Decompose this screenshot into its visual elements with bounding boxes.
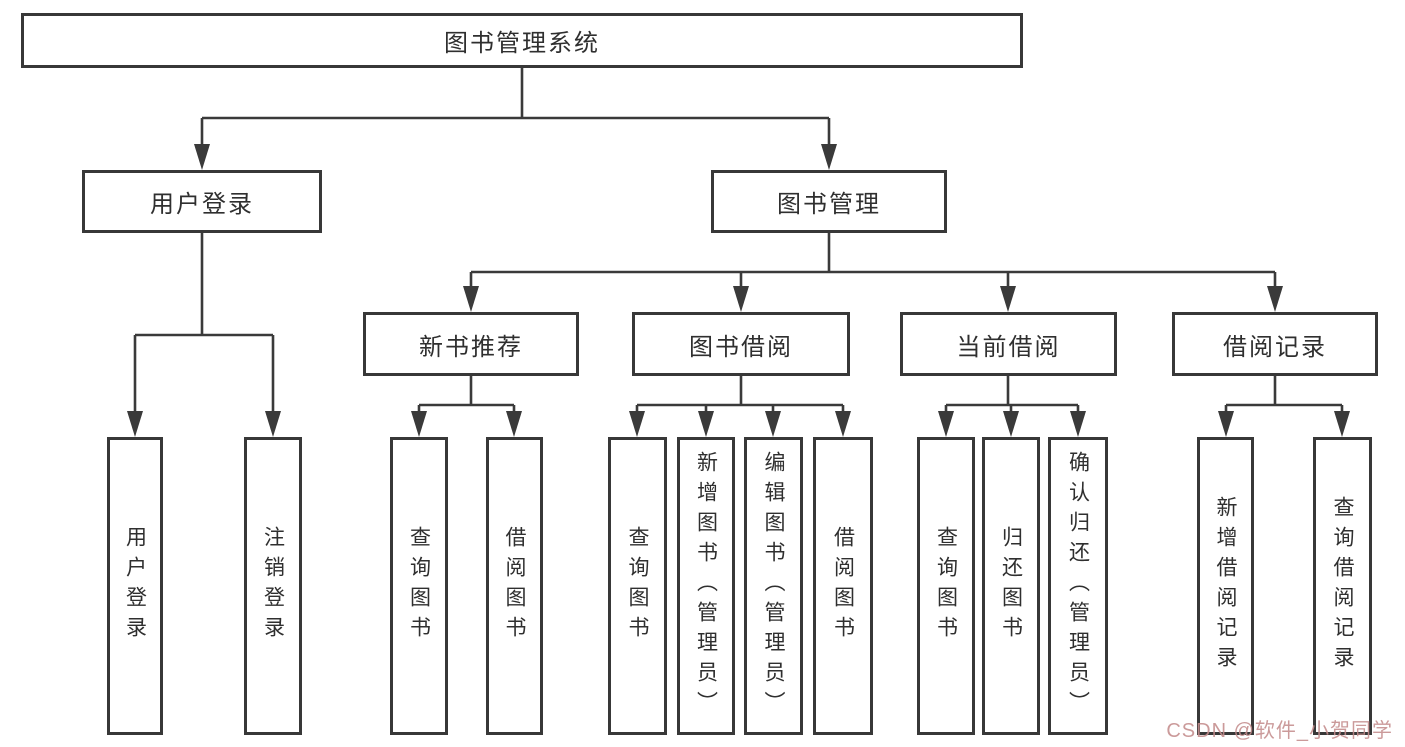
- node-library-management-system: 图书管理系统: [21, 13, 1023, 68]
- leaf-query-borrow-record: 查询借阅记录: [1313, 437, 1372, 735]
- node-new-book-recommendation: 新书推荐: [363, 312, 579, 376]
- leaf-recommend-query-books: 查询图书: [390, 437, 448, 735]
- leaf-borrowing-borrow-books: 借阅图书: [813, 437, 873, 735]
- node-borrowing-records: 借阅记录: [1172, 312, 1378, 376]
- arrowhead-icons: [127, 144, 1350, 437]
- leaf-recommend-borrow-books: 借阅图书: [486, 437, 543, 735]
- leaf-borrowing-query-books: 查询图书: [608, 437, 667, 735]
- csdn-watermark: CSDN @软件_小贺同学: [1166, 720, 1393, 742]
- node-user-login: 用户登录: [82, 170, 322, 233]
- node-current-borrowing: 当前借阅: [900, 312, 1117, 376]
- leaf-logout: 注销登录: [244, 437, 302, 735]
- leaf-confirm-return-admin: 确认归还（管理员）: [1048, 437, 1108, 735]
- leaf-user-login: 用户登录: [107, 437, 163, 735]
- leaf-add-books-admin: 新增图书（管理员）: [677, 437, 735, 735]
- leaf-return-books: 归还图书: [982, 437, 1040, 735]
- leaf-add-borrow-record: 新增借阅记录: [1197, 437, 1254, 735]
- leaf-current-query-books: 查询图书: [917, 437, 975, 735]
- leaf-edit-books-admin: 编辑图书（管理员）: [744, 437, 803, 735]
- node-book-borrowing: 图书借阅: [632, 312, 850, 376]
- node-book-management: 图书管理: [711, 170, 947, 233]
